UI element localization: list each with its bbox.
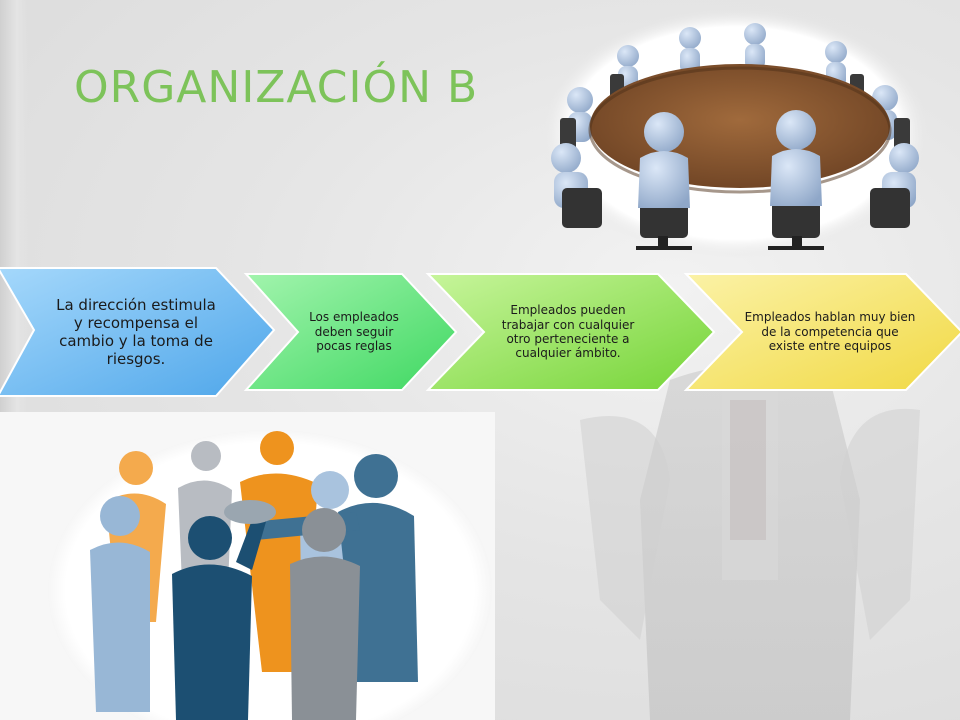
background-person-silhouette xyxy=(580,365,920,720)
chevron-step-1 xyxy=(0,267,276,397)
round-table-meeting-illustration xyxy=(540,8,930,258)
chevron-step-2 xyxy=(243,273,458,391)
step-3-text: Empleados pueden trabajar con cualquier … xyxy=(501,303,635,361)
step-1-text: La dirección estimula y recompensa el ca… xyxy=(56,296,216,368)
chevron-step-4 xyxy=(683,273,960,391)
team-unity-hands-illustration xyxy=(0,412,495,720)
chevron-step-3 xyxy=(425,273,716,391)
slide-title: ORGANIZACIÓN B xyxy=(74,62,479,113)
step-4-text: Empleados hablan muy bien de la competen… xyxy=(744,310,916,354)
step-2-text: Los empleados deben seguir pocas reglas xyxy=(309,310,399,354)
